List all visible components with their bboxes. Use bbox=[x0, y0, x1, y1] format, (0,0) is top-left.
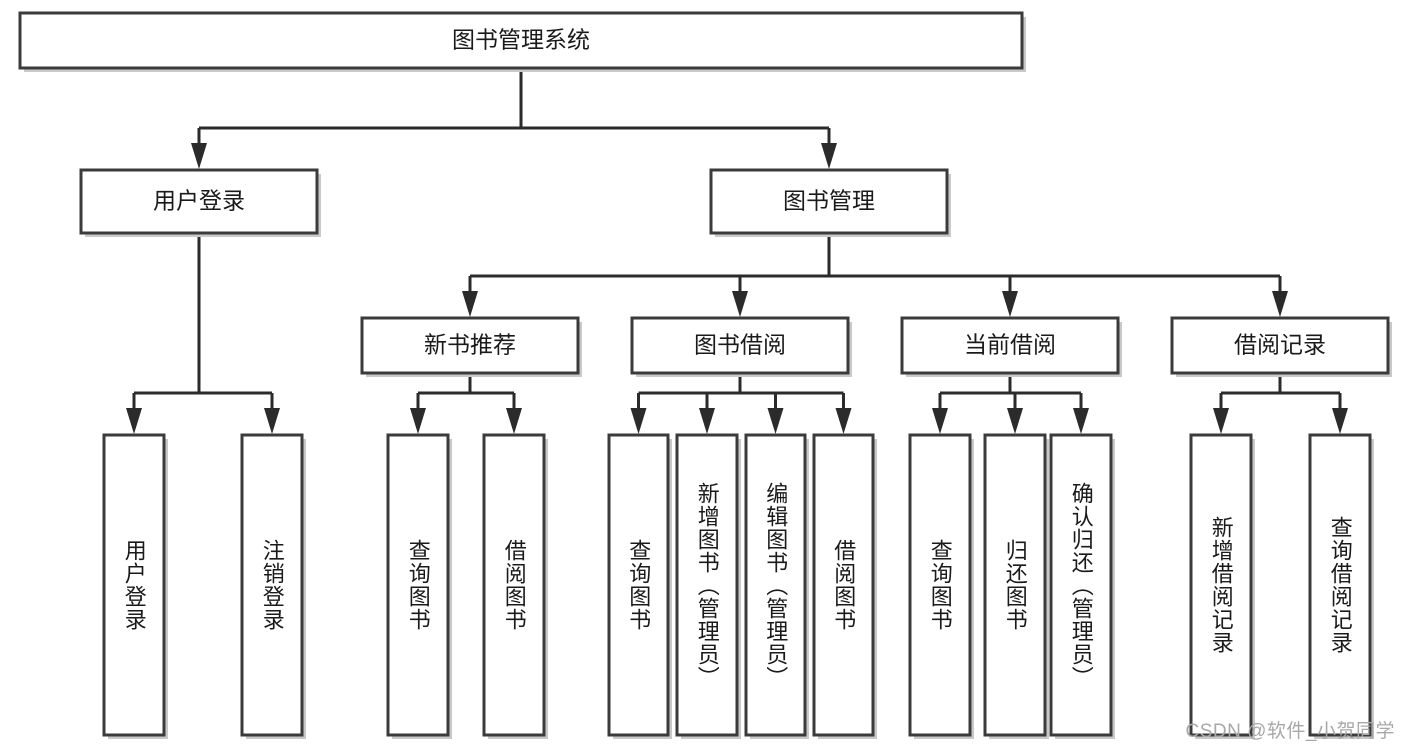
node-leaf-confirm-return[interactable] bbox=[1049, 433, 1113, 737]
node-leaf-edit-book[interactable] bbox=[744, 433, 807, 737]
node-leaf-query-book-2[interactable] bbox=[607, 433, 670, 737]
node-new-book-rec[interactable] bbox=[360, 316, 580, 375]
node-leaf-borrow-book-1[interactable] bbox=[482, 433, 546, 737]
node-book-manage[interactable] bbox=[709, 168, 949, 235]
node-leaf-borrow-book-2[interactable] bbox=[812, 433, 875, 737]
node-user-login[interactable] bbox=[79, 168, 319, 235]
node-current-borrow[interactable] bbox=[900, 316, 1120, 375]
node-borrow-record[interactable] bbox=[1170, 316, 1390, 375]
node-label-book-borrow: 图书借阅 bbox=[694, 332, 786, 358]
node-leaf-return-book[interactable] bbox=[983, 433, 1047, 737]
node-leaf-query-book-3[interactable] bbox=[908, 433, 972, 737]
node-leaf-user-login[interactable] bbox=[102, 433, 166, 737]
node-label-current-borrow: 当前借阅 bbox=[964, 332, 1056, 358]
node-label-user-login: 用户登录 bbox=[153, 188, 245, 214]
node-label-root: 图书管理系统 bbox=[452, 27, 590, 53]
boxes-layer bbox=[18, 11, 1392, 739]
node-leaf-add-book[interactable] bbox=[675, 433, 739, 737]
node-label-book-manage: 图书管理 bbox=[783, 188, 875, 214]
node-label-new-book-rec: 新书推荐 bbox=[424, 332, 516, 358]
node-leaf-query-record[interactable] bbox=[1308, 433, 1372, 737]
csdn-watermark: CSDN @软件_小贺同学 bbox=[1185, 721, 1395, 742]
node-leaf-add-record[interactable] bbox=[1189, 433, 1253, 737]
node-book-borrow[interactable] bbox=[630, 316, 850, 375]
node-label-borrow-record: 借阅记录 bbox=[1234, 332, 1326, 358]
node-leaf-logout[interactable] bbox=[240, 433, 304, 737]
connectors-layer bbox=[126, 68, 1348, 434]
node-leaf-query-book-1[interactable] bbox=[386, 433, 450, 737]
node-root-root[interactable] bbox=[18, 11, 1024, 70]
